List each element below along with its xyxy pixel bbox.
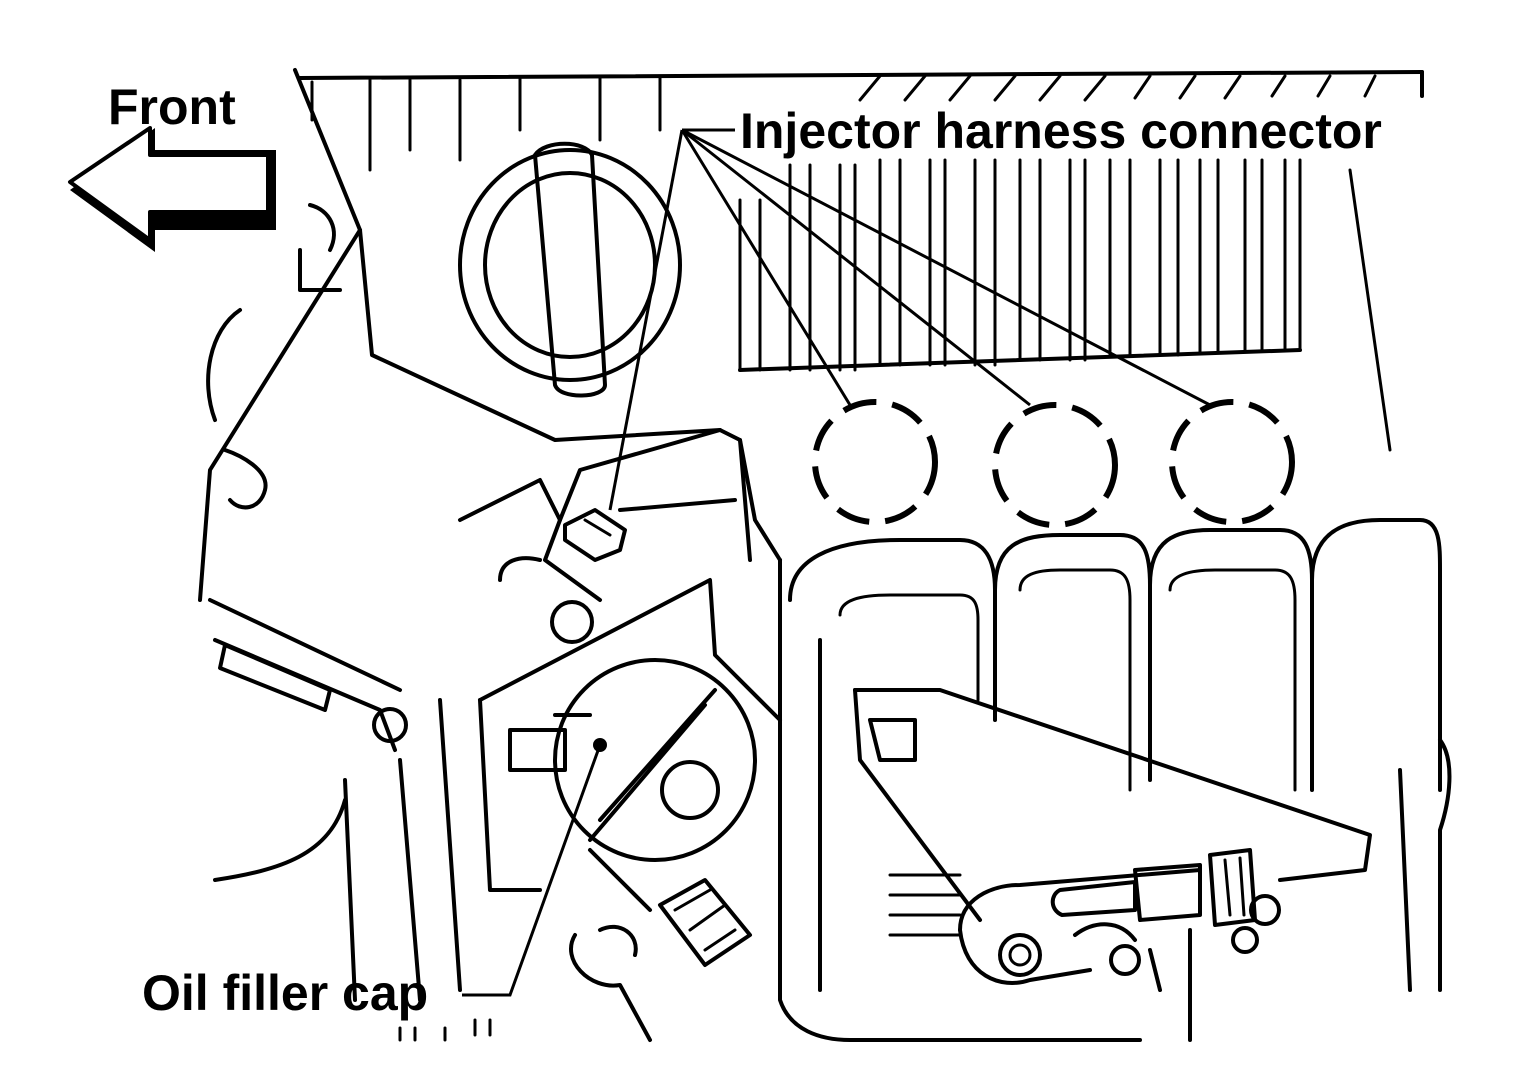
injector-connector-2	[992, 402, 1118, 528]
cover-ribs	[738, 158, 1392, 452]
front-label: Front	[108, 79, 236, 135]
left-housing	[198, 68, 722, 602]
oil-filler-cap-label: Oil filler cap	[142, 965, 428, 1021]
front-arrow-icon	[68, 126, 276, 252]
bottom-ticks	[398, 1018, 492, 1042]
harness-plug-icon	[563, 508, 627, 562]
intake-manifold	[778, 518, 1452, 1042]
injector-connector-1	[812, 399, 938, 525]
injector-connector-3	[1169, 399, 1295, 525]
oil-filler-leader	[462, 738, 607, 997]
injector-harness-label: Injector harness connector	[740, 103, 1382, 159]
manifold-bracket	[853, 688, 1372, 985]
left-side-components	[208, 428, 782, 1002]
injector-leader-lines	[608, 128, 1211, 511]
filler-ring	[458, 141, 682, 398]
injector-connectors	[812, 399, 1295, 528]
throttle-body	[478, 578, 782, 912]
hose-assembly	[1050, 848, 1281, 1042]
sensor-connector	[569, 878, 752, 1042]
